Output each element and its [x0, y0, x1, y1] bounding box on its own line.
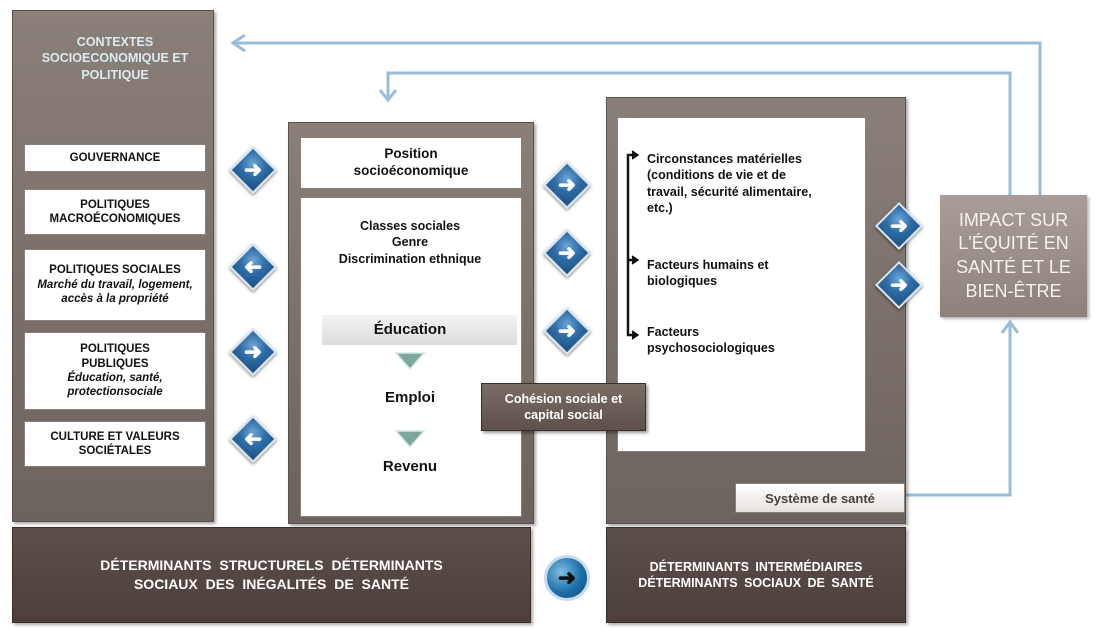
gouvernance-box: GOUVERNANCE — [24, 144, 206, 172]
social-policies-detail: Marché du travail, logement, accès à la … — [37, 278, 193, 306]
gouvernance-label: GOUVERNANCE — [69, 151, 161, 164]
cohesion-label: Cohésion sociale et capital social — [504, 391, 623, 422]
arrow-right-1: ➜ — [228, 145, 278, 195]
health-system-label: Système de santé — [765, 490, 875, 506]
arrow-right-4: ➜ — [542, 228, 592, 278]
macro-policies-box: POLITIQUES MACROÉCONOMIQUES — [24, 189, 206, 235]
social-policies-label: POLITIQUES SOCIALES — [49, 264, 181, 277]
social-policies-box: POLITIQUES SOCIALES Marché du travail, l… — [24, 249, 206, 321]
education-to-employment-arrow — [394, 352, 426, 371]
structural-determinants: DÉTERMINANTS STRUCTURELS DÉTERMINANTS SO… — [12, 527, 531, 623]
contexts-title: CONTEXTES SOCIOECONOMIQUE ET POLITIQUE — [41, 35, 189, 82]
income-label: Revenu — [382, 458, 438, 475]
arrow-right-icon: ➜ — [557, 565, 577, 590]
health-system-box: Système de santé — [735, 483, 905, 513]
human-biological-factors: Facteurs humains et biologiques — [647, 258, 769, 289]
arrow-right-6: ➜ — [874, 201, 924, 251]
material-circumstances: Circonstances matérielles (conditions de… — [647, 152, 812, 215]
education-band — [322, 315, 517, 345]
employment-label: Emploi — [384, 389, 435, 406]
intermediate-determinants-label: DÉTERMINANTS INTERMÉDIAIRES DÉTERMINANTS… — [638, 559, 874, 590]
position-categories: Classes sociales Genre Discrimination et… — [338, 219, 482, 266]
arrow-right-2: ➜ — [228, 327, 278, 377]
arrow-left-1: ➜ — [228, 242, 278, 292]
culture-box: CULTURE ET VALEURS SOCIÉTALES — [24, 421, 206, 467]
cohesion-box: Cohésion sociale et capital social — [481, 383, 646, 431]
position-header: Position socioéconomique — [300, 137, 522, 189]
intermediate-body — [617, 117, 866, 452]
public-policies-label: POLITIQUES PUBLIQUES — [80, 343, 150, 370]
arrow-circle-bottom: ➜ — [544, 555, 590, 601]
impact-label: IMPACT SUR L'ÉQUITÉ EN SANTÉ ET LE BIEN-… — [956, 209, 1071, 301]
structural-determinants-label: DÉTERMINANTS STRUCTURELS DÉTERMINANTS SO… — [100, 557, 443, 592]
arrow-right-3: ➜ — [542, 160, 592, 210]
public-policies-detail: Éducation, santé, protectionsociale — [67, 372, 163, 399]
culture-label: CULTURE ET VALEURS SOCIÉTALES — [50, 430, 180, 457]
arrow-right-7: ➜ — [874, 260, 924, 310]
factor-bracket — [626, 150, 640, 340]
psychosocial-factors: Facteurs psychosociologiques — [647, 325, 775, 356]
arrow-left-2: ➜ — [228, 414, 278, 464]
position-header-label: Position socioéconomique — [353, 146, 469, 178]
public-policies-box: POLITIQUES PUBLIQUES Éducation, santé, p… — [24, 332, 206, 410]
arrow-right-5: ➜ — [542, 306, 592, 356]
intermediate-determinants: DÉTERMINANTS INTERMÉDIAIRES DÉTERMINANTS… — [606, 527, 906, 623]
education-label: Éducation — [373, 321, 447, 338]
employment-to-income-arrow — [394, 430, 426, 449]
impact-box: IMPACT SUR L'ÉQUITÉ EN SANTÉ ET LE BIEN-… — [940, 195, 1087, 317]
macro-policies-label: POLITIQUES MACROÉCONOMIQUES — [49, 198, 181, 225]
